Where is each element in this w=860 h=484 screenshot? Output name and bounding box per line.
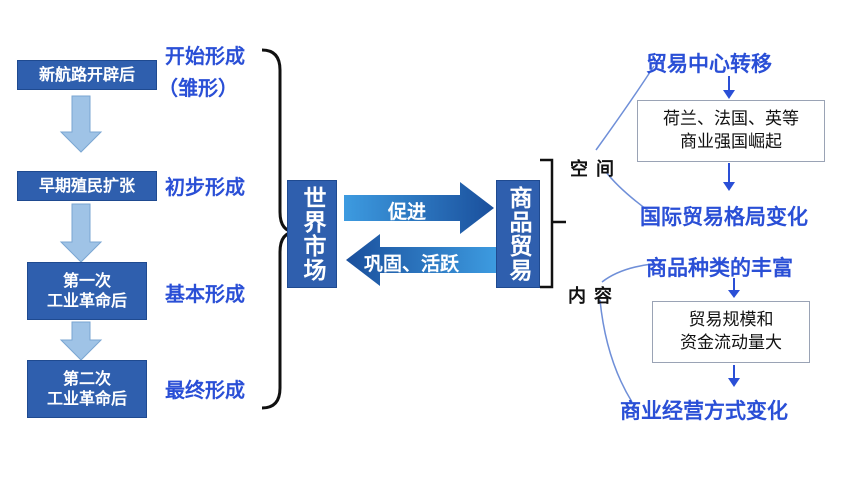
arrow-left-label: 巩固、活跃 (364, 253, 460, 275)
fan-line-lower (601, 263, 653, 283)
commodity-trade-text: 商品贸易 (505, 186, 531, 282)
rising-powers-line1: 荷兰、法国、英等 (663, 109, 799, 130)
business-mode-change-title: 商业经营方式变化 (620, 399, 788, 423)
event-first-line2: 工业革命后 (46, 291, 127, 310)
commodity-variety-title: 商品种类的丰富 (646, 256, 793, 280)
world-market-text: 世界市场 (299, 186, 325, 282)
commodity-trade-box: 商品贸易 (496, 180, 540, 288)
event-box-new-routes: 新航路开辟后 (17, 60, 157, 90)
stage-label-basic: 基本形成 (165, 282, 245, 306)
fan-line-top (595, 65, 655, 151)
down-arrow-1 (59, 95, 103, 153)
down-arrow-2 (59, 203, 103, 263)
arrow-right-label: 促进 (388, 201, 427, 223)
trade-center-shift-title: 贸易中心转移 (646, 52, 772, 76)
event-box-second-industrial: 第二次 工业革命后 (27, 360, 147, 418)
trade-scale-line1: 贸易规模和 (688, 310, 774, 331)
branch-label-space: 空间 (570, 159, 622, 180)
stage-label-initial: 初步形成 (165, 175, 245, 199)
arrow-right-promote (344, 182, 494, 234)
right-arrow-2 (723, 163, 735, 191)
rising-powers-line2: 商业强国崛起 (680, 132, 782, 152)
event-first-line1: 第一次 (62, 271, 111, 290)
right-arrow-1 (723, 76, 735, 99)
branch-brace (540, 158, 566, 289)
stage-label-final: 最终形成 (165, 378, 245, 402)
trade-scale-line2: 资金流动量大 (680, 333, 782, 353)
arrow-left-consolidate (346, 234, 496, 286)
down-arrow-3 (59, 321, 103, 361)
event-second-line2: 工业革命后 (46, 389, 127, 408)
trade-scale-box: 贸易规模和 资金流动量大 (652, 301, 810, 363)
right-arrow-4 (728, 365, 740, 387)
stage-label-begin: 开始形成 (165, 44, 245, 68)
trade-pattern-change-title: 国际贸易格局变化 (640, 205, 808, 229)
world-market-box: 世界市场 (287, 180, 337, 288)
event-box-first-industrial: 第一次 工业革命后 (27, 262, 147, 320)
event-second-line1: 第二次 (62, 369, 111, 388)
right-arrow-3 (728, 278, 740, 298)
branch-label-content: 内容 (568, 286, 620, 307)
stage-label-begin-sub: （雏形） (158, 76, 238, 100)
rising-powers-box: 荷兰、法国、英等 商业强国崛起 (637, 100, 825, 162)
fan-line-bottom (599, 299, 633, 403)
fan-line-mid (605, 171, 651, 213)
event-box-early-colonial: 早期殖民扩张 (17, 171, 157, 201)
